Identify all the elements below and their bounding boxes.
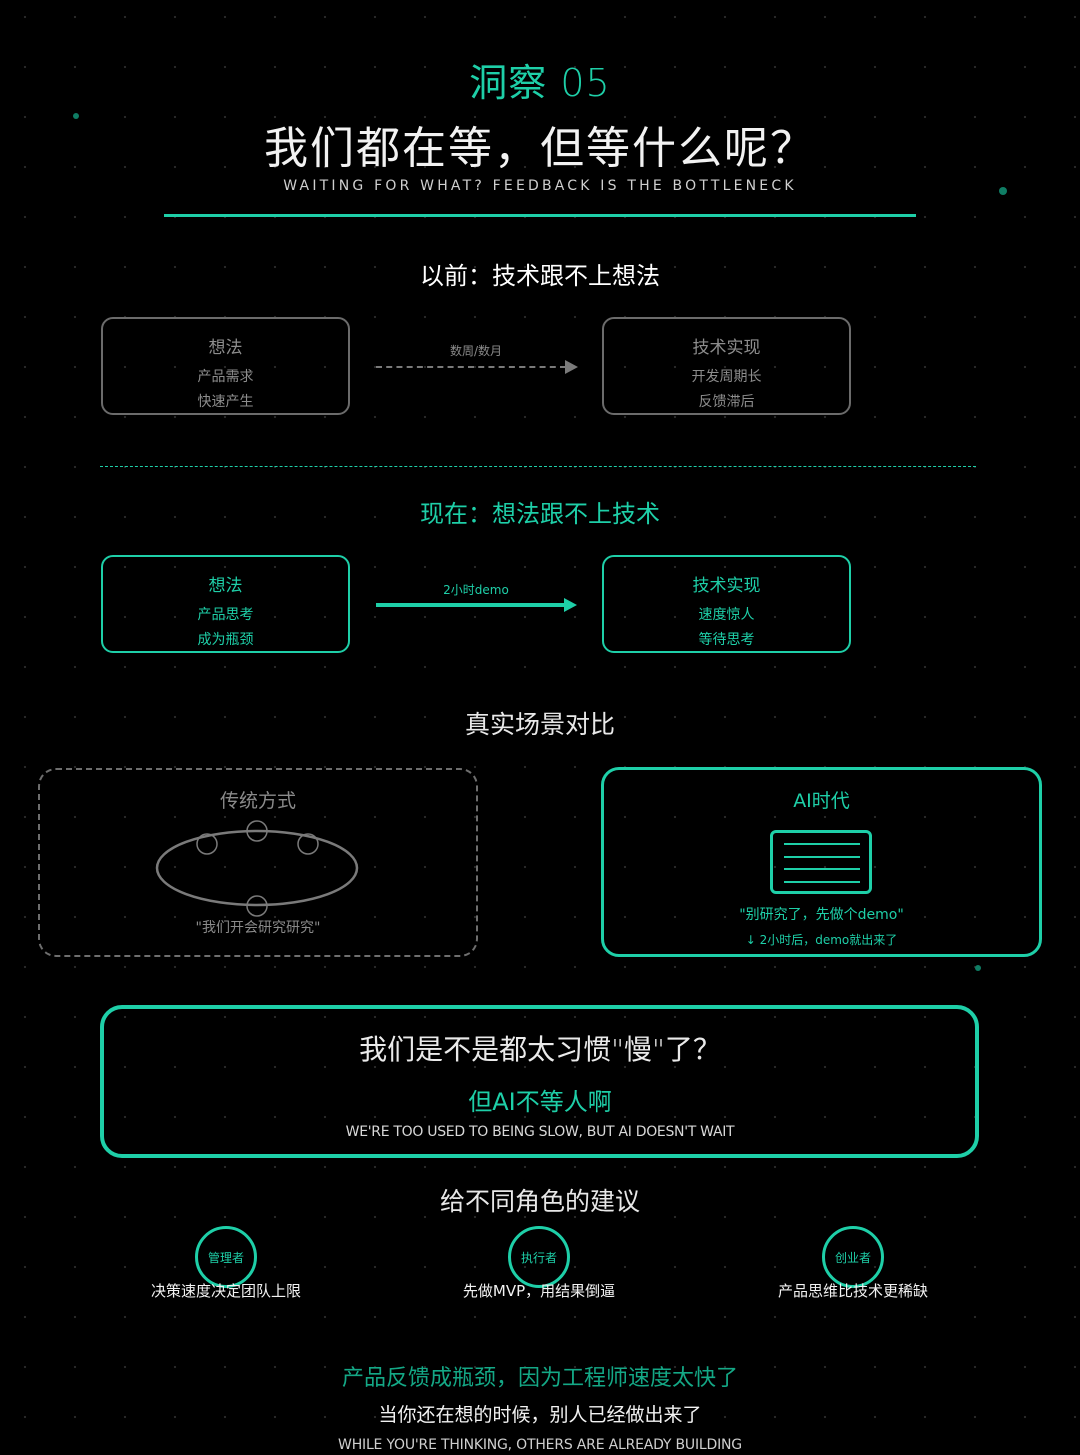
section-divider [100,466,976,467]
footer-line-1: 产品反馈成瓶颈，因为工程师速度太快了 [341,1366,738,1391]
box-line: 快速产生 [197,394,254,410]
box-line: 反馈滞后 [698,394,755,410]
scenes-heading: 真实场景对比 [464,710,615,739]
now-heading: 现在：想法跟不上技术 [420,500,660,528]
decorative-dot [975,965,981,971]
callout-answer: 但AI不等人啊 [468,1088,612,1116]
role-advice: 产品思维比技术更稀缺 [777,1282,928,1300]
before-arrow-label: 数周/数月 [449,344,503,358]
box-line: 速度惊人 [698,607,755,623]
decorative-dot [73,113,79,119]
role-manager: 管理者 决策速度决定团队上限 [96,1226,356,1301]
meeting-table-icon [155,820,359,917]
ai-result: ↓ 2小时后，demo就出来了 [745,933,898,947]
before-heading: 以前：技术跟不上想法 [420,262,660,290]
now-idea-box: 想法 产品思考 成为瓶颈 [101,555,350,653]
role-badge: 管理者 [195,1226,257,1288]
box-line: 开发周期长 [691,369,762,385]
page-title: 我们都在等，但等什么呢？ [264,123,816,174]
box-title: 想法 [208,576,243,596]
role-badge: 创业者 [822,1226,884,1288]
role-label: 执行者 [520,1250,557,1265]
callout-english: WE'RE TOO USED TO BEING SLOW, BUT AI DOE… [345,1124,735,1140]
traditional-title: 传统方式 [219,790,296,812]
now-arrow-label: 2小时demo [443,583,509,597]
footer-line-2: 当你还在想的时候，别人已经做出来了 [378,1404,702,1426]
footer-line-3: WHILE YOU'RE THINKING, OTHERS ARE ALREAD… [338,1437,742,1453]
box-line: 成为瓶颈 [197,632,254,648]
role-advice: 决策速度决定团队上限 [150,1282,301,1300]
insight-label: 洞察 05 [469,61,611,105]
arrow-right-icon [565,360,578,374]
role-advice: 先做MVP，用结果倒逼 [462,1282,616,1300]
role-executor: 执行者 先做MVP，用结果倒逼 [409,1226,669,1301]
ai-title: AI时代 [793,790,850,812]
box-line: 产品需求 [197,369,254,385]
now-tech-box: 技术实现 速度惊人 等待思考 [602,555,851,653]
before-idea-box: 想法 产品需求 快速产生 [101,317,350,415]
page-subtitle: WAITING FOR WHAT? FEEDBACK IS THE BOTTLE… [283,178,797,194]
before-tech-box: 技术实现 开发周期长 反馈滞后 [602,317,851,415]
callout-question: 我们是不是都太习惯"慢"了？ [359,1033,721,1066]
arrow-right-icon [564,598,577,612]
box-title: 想法 [208,338,243,358]
role-founder: 创业者 产品思维比技术更稀缺 [723,1226,983,1301]
traditional-caption: "我们开会研究研究" [195,920,321,936]
box-title: 技术实现 [692,576,761,596]
box-title: 技术实现 [692,338,761,358]
box-line: 等待思考 [698,632,755,648]
box-line: 产品思考 [197,607,254,623]
role-label: 管理者 [207,1250,244,1265]
ai-quote: "别研究了，先做个demo" [739,907,904,923]
role-badge: 执行者 [508,1226,570,1288]
decorative-dot [999,187,1007,195]
role-label: 创业者 [834,1250,871,1265]
header-rule [164,214,916,217]
traditional-scene-card [38,768,478,957]
document-icon [770,830,872,894]
solid-arrow-line [376,603,566,607]
dashed-arrow-line [376,366,566,368]
advice-heading: 给不同角色的建议 [439,1187,640,1216]
ai-scene-card [601,767,1042,957]
callout-box [100,1005,979,1158]
